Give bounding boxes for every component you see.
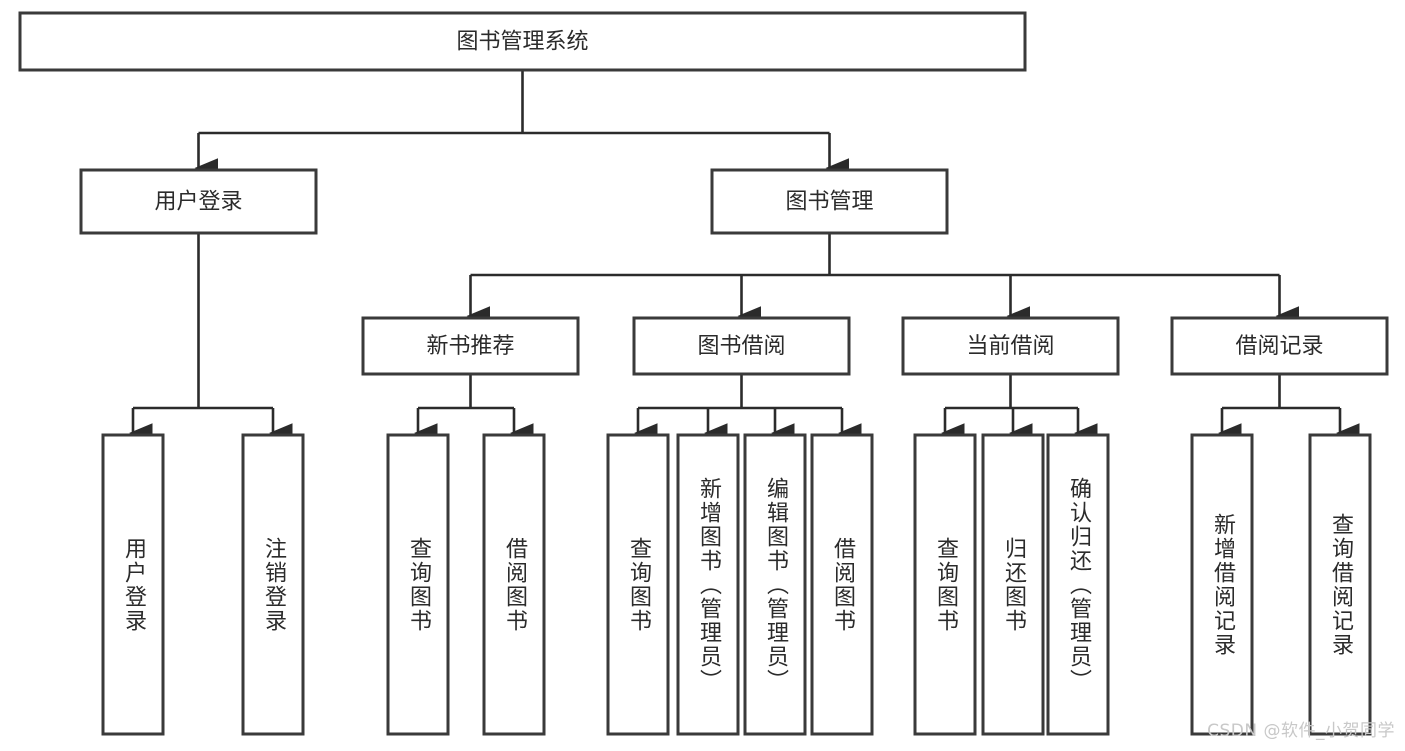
leaf-node-5[interactable]	[676, 433, 740, 736]
level3-node-2-label: 当前借阅	[966, 334, 1054, 359]
leaf-node-6[interactable]	[743, 433, 807, 736]
leaf-node-8[interactable]	[913, 433, 977, 736]
level2-node-1[interactable]	[710, 168, 949, 235]
leaf-node-9[interactable]	[981, 433, 1045, 736]
leaf-node-0[interactable]	[101, 433, 165, 736]
level3-node-3-label: 借阅记录	[1235, 334, 1323, 359]
level3-node-1-label: 图书借阅	[697, 334, 785, 359]
leaf-node-3[interactable]	[482, 433, 546, 736]
leaf-node-2[interactable]	[386, 433, 450, 736]
level3-node-1[interactable]	[632, 316, 851, 376]
level3-node-0[interactable]	[361, 316, 580, 376]
leaf-node-1[interactable]	[241, 433, 305, 736]
root-node-book-management-system[interactable]	[18, 11, 1027, 72]
leaf-node-11[interactable]	[1190, 433, 1254, 736]
level2-node-0[interactable]	[79, 168, 318, 235]
leaf-node-4[interactable]	[606, 433, 670, 736]
level3-node-2[interactable]	[901, 316, 1120, 376]
connector-edges	[129, 70, 1360, 443]
node-boxes	[18, 11, 1389, 736]
leaf-node-7[interactable]	[810, 433, 874, 736]
level2-node-0-label: 用户登录	[154, 190, 242, 215]
root-node-book-management-system-label: 图书管理系统	[456, 30, 588, 55]
leaf-node-10[interactable]	[1046, 433, 1110, 736]
level3-node-3[interactable]	[1170, 316, 1389, 376]
level3-node-0-label: 新书推荐	[426, 334, 514, 359]
leaf-node-12[interactable]	[1308, 433, 1372, 736]
level2-node-1-label: 图书管理	[785, 190, 873, 215]
